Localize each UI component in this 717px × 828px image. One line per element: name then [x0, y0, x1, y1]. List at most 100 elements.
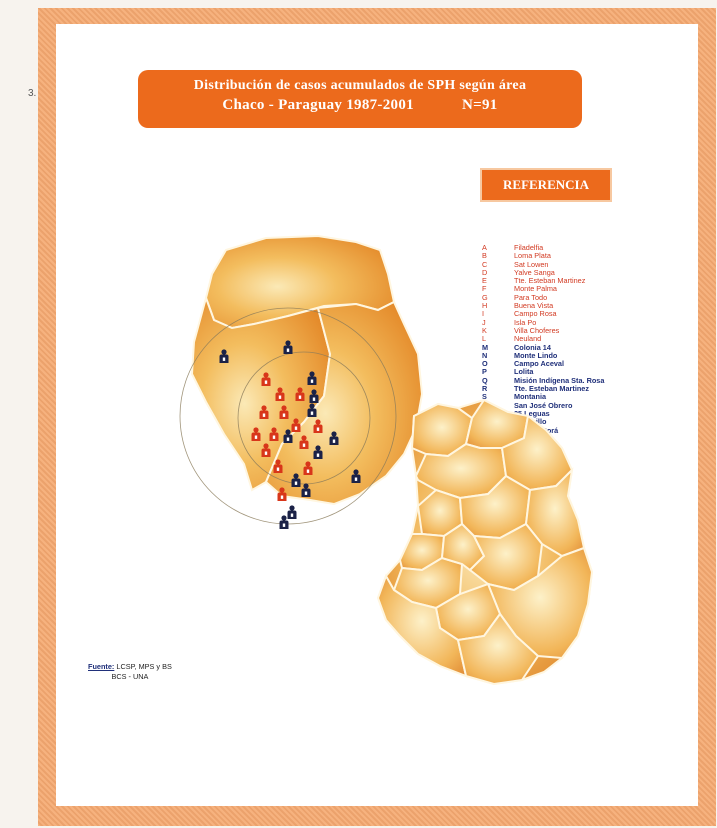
legend-name: Yalve Sanga [514, 267, 555, 277]
poster-frame: Distribución de casos acumulados de SPH … [38, 8, 716, 826]
case-marker [313, 419, 323, 433]
case-marker [283, 429, 293, 443]
legend-item: M Colonia 14 [482, 342, 604, 352]
case-marker [219, 349, 229, 363]
legend-name: Colonia 14 [514, 342, 551, 352]
legend-item: J Isla Po [482, 317, 604, 327]
case-marker [309, 389, 319, 403]
legend-code: D [482, 267, 488, 277]
legend-name: Buena Vista [514, 301, 554, 311]
legend-code: A [482, 243, 487, 252]
source-line-2: BCS - UNA [111, 672, 149, 681]
legend-name: Neuland [514, 334, 542, 344]
case-marker [261, 372, 271, 386]
title-line-1: Distribución de casos acumulados de SPH … [193, 78, 527, 93]
legend-name: Monte Lindo [514, 350, 558, 360]
case-marker [269, 427, 279, 441]
legend-code: L [482, 334, 487, 344]
legend-item: L Neuland [482, 334, 604, 344]
legend-item: D Yalve Sanga [482, 267, 604, 277]
legend-code: S [482, 392, 487, 402]
inner-ring [237, 351, 371, 485]
case-marker [273, 459, 283, 473]
dept-south-tip [456, 612, 540, 686]
legend-name: Tte. Esteban Martinez [514, 276, 586, 286]
case-marker [291, 418, 301, 432]
legend-code: J [482, 317, 486, 327]
legend-item: E Tte. Esteban Martinez [482, 276, 604, 286]
legend-name: San José Obrero [514, 400, 573, 410]
title-region-years: Chaco - Paraguay 1987-2001 [222, 97, 414, 113]
source-line-1: LCSP, MPS y BS [116, 662, 172, 671]
legend-item: S Montania [482, 392, 604, 402]
legend-name: Para Todo [514, 292, 548, 302]
case-marker [303, 461, 313, 475]
case-marker [277, 487, 287, 501]
source-label: Fuente: [88, 662, 115, 671]
case-marker [291, 473, 301, 487]
case-marker [279, 405, 289, 419]
legend-name: Loma Plata [514, 251, 551, 261]
legend-code: G [482, 292, 488, 302]
legend-code: N [482, 350, 488, 360]
legend-name: Monte Palma [514, 284, 557, 294]
case-marker [307, 371, 317, 385]
legend-code: E [482, 276, 487, 286]
source-note: Fuente: LCSP, MPS y BS BCS - UNA [88, 662, 172, 682]
legend-name: Isla Po [514, 317, 537, 327]
legend-item: A Filadelfia [482, 243, 604, 252]
legend-code: C [482, 259, 488, 269]
legend-name: Campo Aceval [514, 359, 565, 369]
case-marker [299, 435, 309, 449]
paraguay-map [179, 234, 594, 686]
legend-item: I Campo Rosa [482, 309, 604, 319]
legend-code: R [482, 384, 488, 394]
legend-name: Villa Choferes [514, 325, 560, 335]
legend-name: Filadelfia [514, 243, 544, 252]
legend-code: Q [482, 375, 488, 385]
case-marker [301, 483, 311, 497]
case-marker [259, 405, 269, 419]
legend-code: H [482, 301, 488, 311]
case-marker [283, 340, 293, 354]
case-marker [279, 515, 289, 529]
legend-item: G Para Todo [482, 292, 604, 302]
case-marker [275, 387, 285, 401]
case-marker [295, 387, 305, 401]
reference-heading: REFERENCIA [482, 170, 610, 200]
legend-code: O [482, 359, 488, 369]
eastern-departments [376, 398, 594, 686]
title-line-2: Chaco - Paraguay 1987-2001 N=91 [138, 97, 582, 114]
legend-item: C Sat Lowen [482, 259, 604, 269]
legend-code: P [482, 367, 487, 377]
title-case-count: N=91 [462, 97, 498, 113]
legend-code: I [482, 309, 485, 319]
legend-name: Montania [514, 392, 547, 402]
case-marker [307, 403, 317, 417]
legend-name: Campo Rosa [514, 309, 557, 319]
case-marker [329, 431, 339, 445]
legend-item: P Lolita [482, 367, 604, 377]
legend-name: Sat Lowen [514, 259, 549, 269]
legend-item: N Monte Lindo [482, 350, 604, 360]
title-banner: Distribución de casos acumulados de SPH … [138, 70, 582, 128]
case-marker [261, 443, 271, 457]
legend-item: R Tte. Esteban Martinez [482, 384, 604, 394]
case-markers [219, 340, 361, 529]
case-marker [313, 445, 323, 459]
legend-name: 25 Leguas [514, 408, 550, 418]
page-mark: 3. [28, 88, 37, 99]
legend-item: O Campo Aceval [482, 359, 604, 369]
legend-code: M [482, 342, 489, 352]
poster-inner: Distribución de casos acumulados de SPH … [56, 24, 698, 806]
legend-name: Tte. Esteban Martinez [514, 384, 590, 394]
case-marker [251, 427, 261, 441]
legend-code: F [482, 284, 487, 294]
case-marker [351, 469, 361, 483]
legend-name: Lolita [514, 367, 534, 377]
legend-code: K [482, 325, 487, 335]
legend-item: F Monte Palma [482, 284, 604, 294]
